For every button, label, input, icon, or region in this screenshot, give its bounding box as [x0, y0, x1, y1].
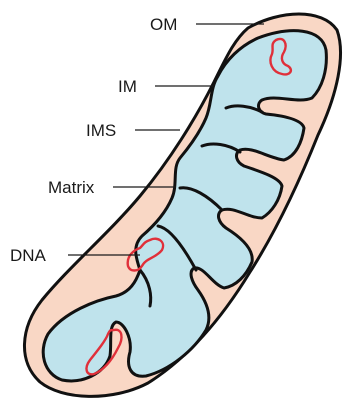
dna-label: DNA	[10, 246, 47, 265]
matrix-label: Matrix	[48, 178, 95, 197]
ims-label: IMS	[86, 121, 116, 140]
im-label: IM	[118, 77, 137, 96]
om-label: OM	[150, 15, 177, 34]
